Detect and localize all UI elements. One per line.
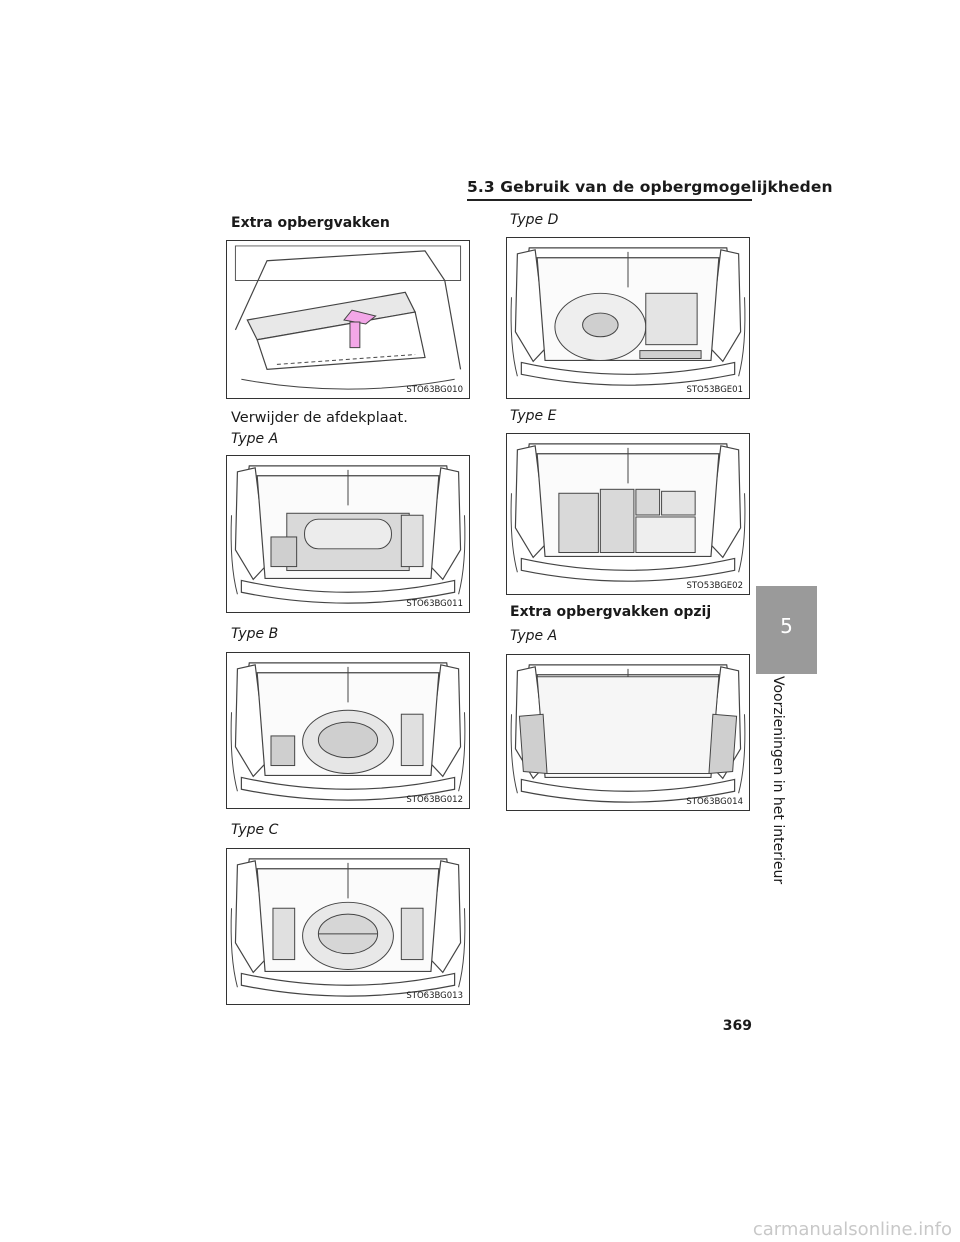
label-type-e: Type E: [510, 408, 557, 424]
header-rule: [467, 199, 752, 201]
label-type-a: Type A: [231, 431, 279, 447]
heading-extra-storage: Extra opbergvakken: [231, 215, 390, 231]
figure-code: STO63BG013: [406, 991, 463, 1001]
figure-type-a: STO63BG011: [226, 455, 470, 613]
watermark: carmanualsonline.info: [752, 1219, 952, 1240]
label-type-c: Type C: [231, 822, 279, 838]
heading-side-storage: Extra opbergvakken opzij: [510, 604, 712, 620]
chapter-number: 5: [780, 614, 793, 638]
figure-code: STO63BG010: [406, 385, 463, 395]
instruction-remove-cover: Verwijder de afdekplaat.: [231, 410, 408, 426]
figure-code: STO53BGE01: [686, 385, 743, 395]
chapter-tab: 5: [756, 586, 817, 674]
cover-removal-illustration: [234, 245, 462, 390]
type-b-illustration: [230, 662, 466, 801]
type-e-illustration: [510, 443, 746, 582]
type-c-illustration: [230, 858, 466, 997]
figure-type-c: STO63BG013: [226, 848, 470, 1005]
page-number: 369: [722, 1018, 752, 1034]
figure-code: STO53BGE02: [686, 581, 743, 591]
figure-type-b: STO63BG012: [226, 652, 470, 809]
chapter-label-text: Voorzieningen in het interieur: [770, 676, 786, 885]
type-d-illustration: [510, 247, 746, 386]
label-type-d: Type D: [510, 212, 559, 228]
figure-cover-removal: STO63BG010: [226, 240, 470, 399]
side-storage-illustration: [510, 664, 746, 803]
figure-side-storage: STO63BG014: [506, 654, 750, 811]
figure-type-e: STO53BGE02: [506, 433, 750, 595]
figure-code: STO63BG012: [406, 795, 463, 805]
label-type-b: Type B: [231, 626, 279, 642]
figure-code: STO63BG011: [406, 599, 463, 609]
figure-code: STO63BG014: [686, 797, 743, 807]
figure-type-d: STO53BGE01: [506, 237, 750, 399]
section-title: 5.3 Gebruik van de opbergmogelijkheden: [467, 178, 833, 196]
label-type-a-side: Type A: [510, 628, 558, 644]
type-a-illustration: [230, 465, 466, 604]
